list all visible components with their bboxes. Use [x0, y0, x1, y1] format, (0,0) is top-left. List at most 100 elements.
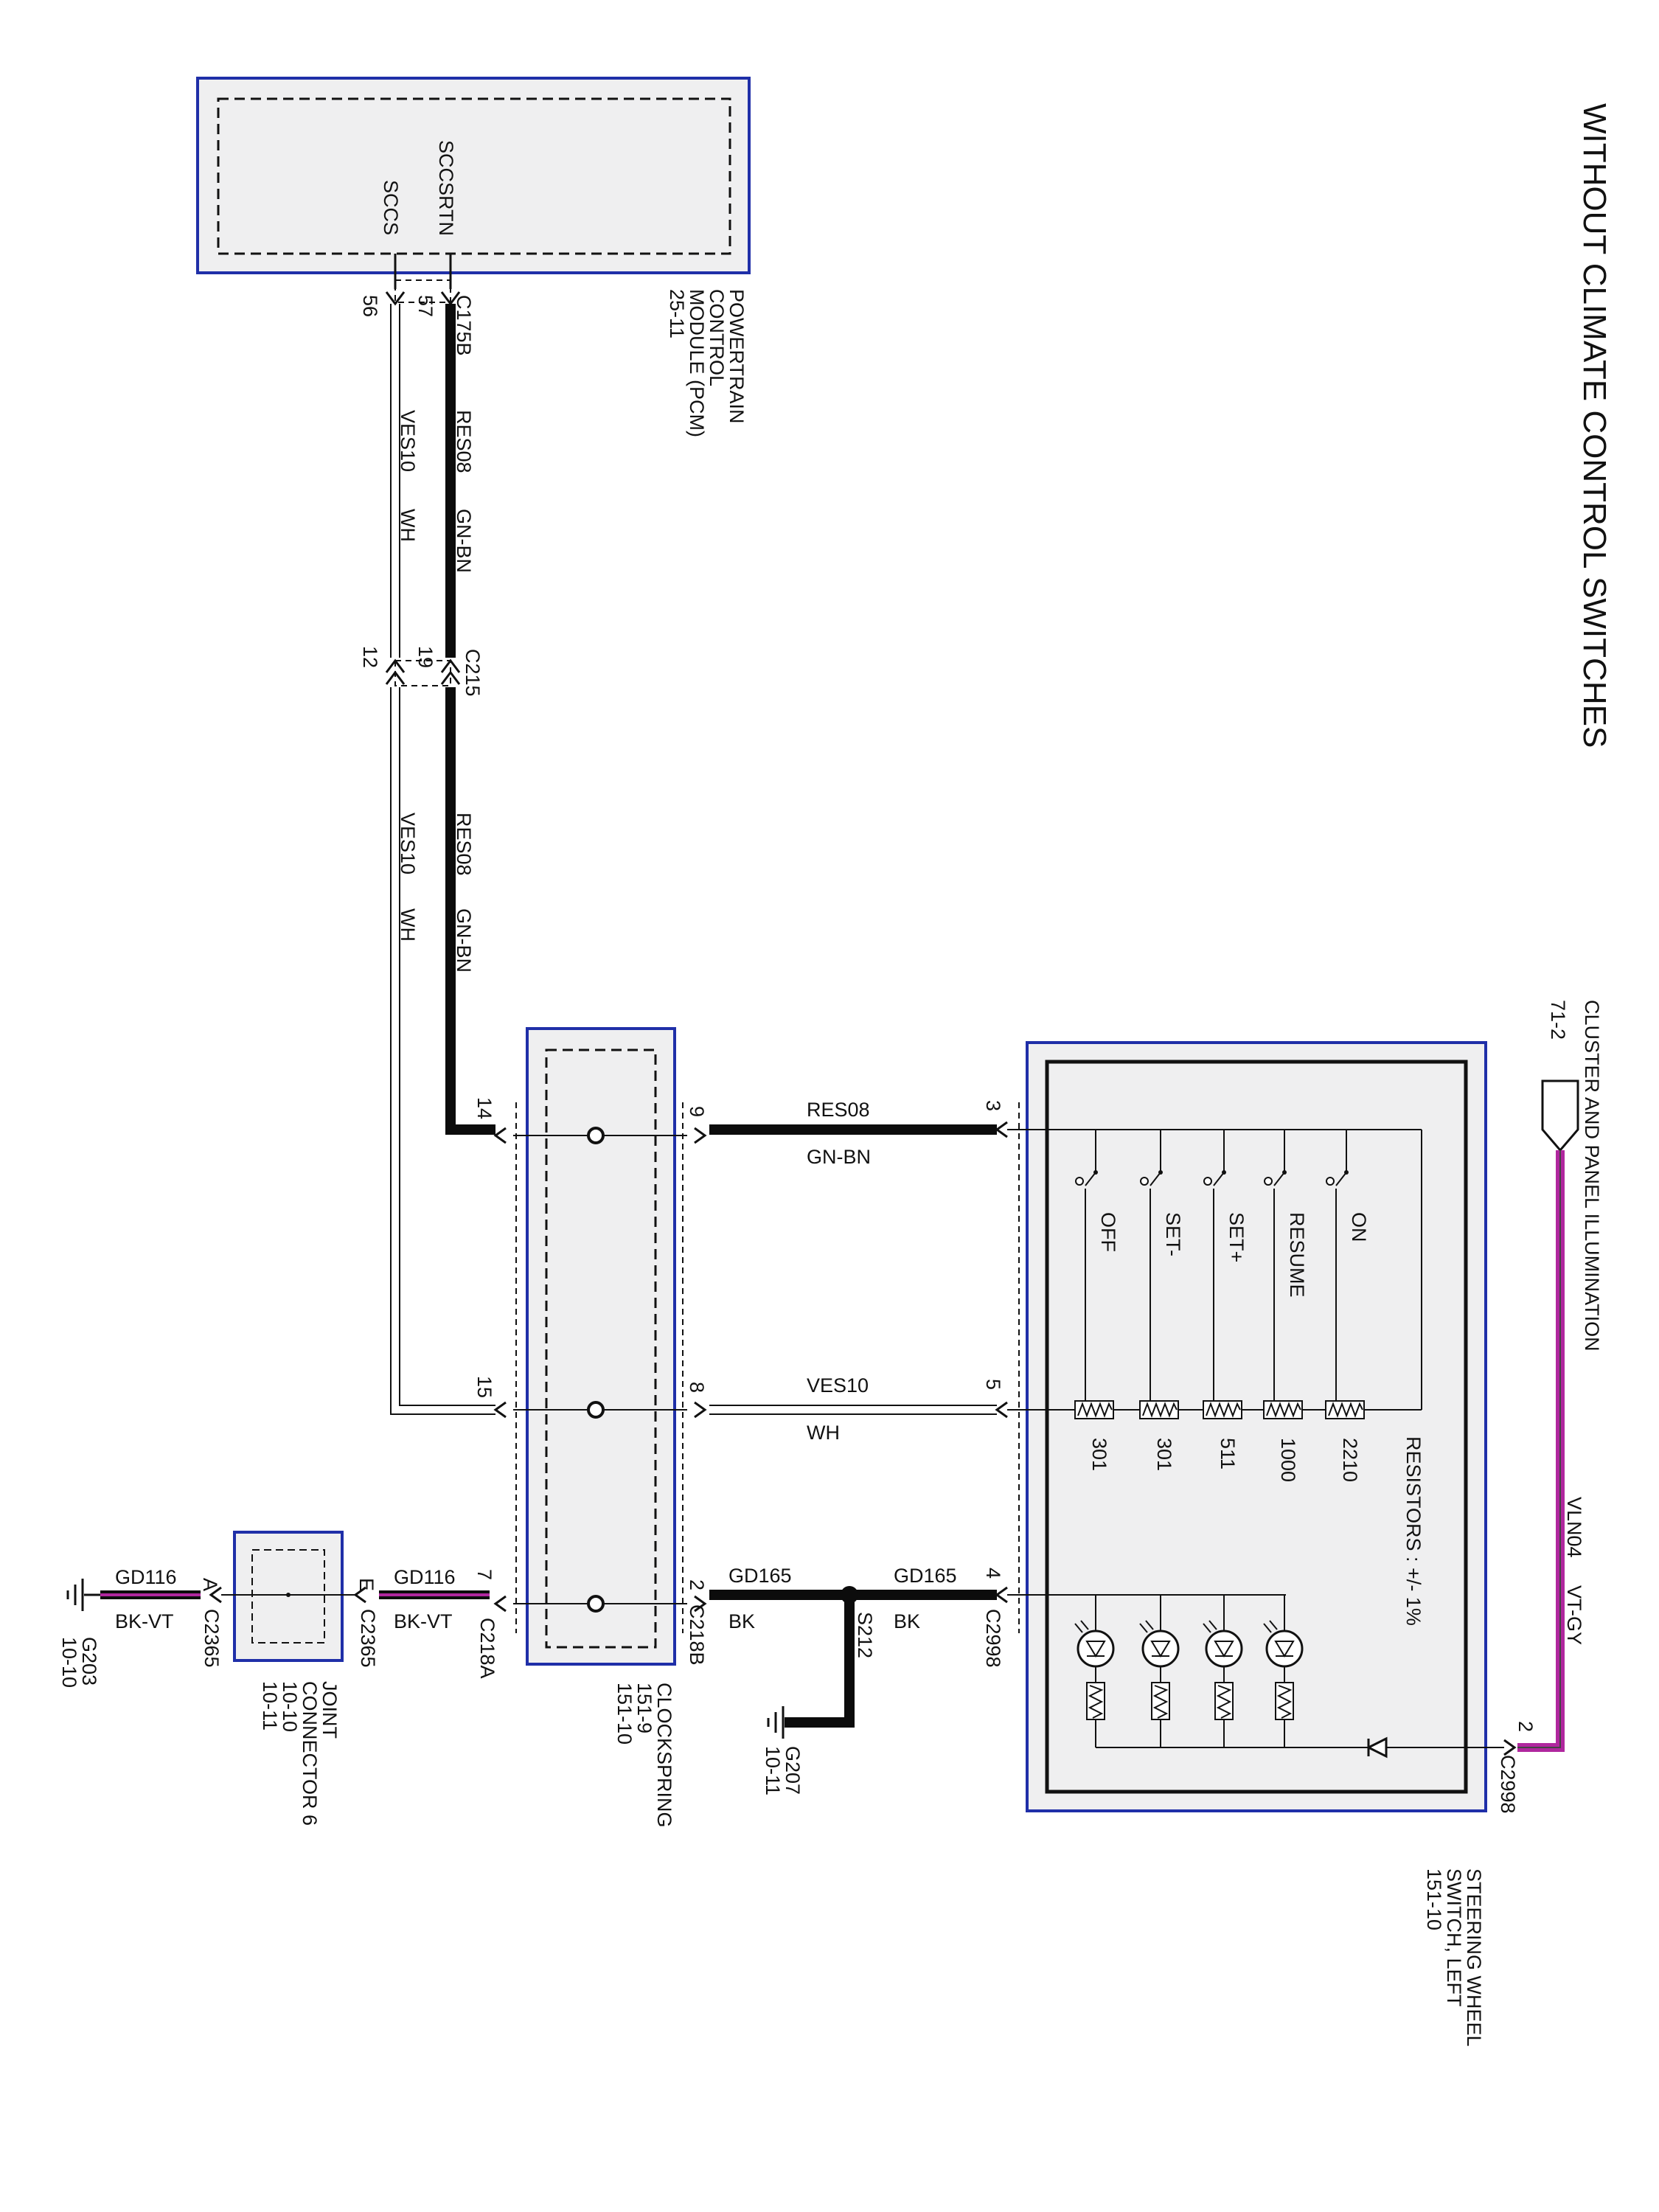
switch-name-3: 151-10: [1423, 1868, 1445, 1930]
clockspring-name-2: 151-9: [633, 1683, 655, 1733]
ground-g203-icon: [66, 1579, 100, 1611]
pcm-name-1: POWERTRAIN: [726, 289, 748, 424]
switch-connector-c2998-gnd: C2998: [982, 1609, 1004, 1668]
resistor-icon: [1263, 1400, 1303, 1419]
clockspring-pin-9: 9: [686, 1106, 708, 1117]
led-array: [1074, 1594, 1304, 1747]
clockspring-name-3: 151-10: [613, 1683, 636, 1745]
joint-pin-e: E: [355, 1578, 378, 1591]
g203-ref: 10-10: [58, 1637, 80, 1688]
pcm-module: SCCSRTN SCCS POWERTRAIN CONTROL MODULE (…: [196, 77, 751, 437]
gd165-circuit-2: GD165: [894, 1565, 957, 1587]
resistor-value: 2210: [1339, 1438, 1361, 1482]
led-icon: [1074, 1595, 1115, 1747]
c215-label: C215: [462, 649, 484, 697]
switch-label: SET-: [1162, 1212, 1184, 1256]
resistor-icon: [1325, 1400, 1365, 1419]
clockspring-module: 14 15 7 9 8 2 C218A C218B CLOCKSPRING 15…: [473, 1027, 708, 1828]
switch-label: ON: [1348, 1212, 1370, 1242]
joint-name-2: CONNECTOR 6: [299, 1681, 321, 1826]
switch-label: OFF: [1097, 1212, 1119, 1252]
illum-pin-2: 2: [1514, 1721, 1537, 1732]
switch-set-: SET- 301: [1139, 1130, 1184, 1471]
diagram-title: WITHOUT CLIMATE CONTROL SWITCHES: [1576, 103, 1613, 748]
joint-name-4: 10-11: [259, 1681, 281, 1731]
pcm-name-4: 25-11: [666, 289, 688, 338]
led-icon: [1139, 1595, 1180, 1747]
vln04-circuit: VLN04: [1563, 1497, 1585, 1558]
res08-color-upper: GN-BN: [453, 509, 475, 573]
pcm-name-3: MODULE (PCM): [686, 289, 708, 437]
connector-c215: C215 19 12: [359, 646, 484, 697]
switch-name-1: STEERING WHEEL: [1463, 1868, 1485, 2047]
wire-vln04-stripe: [1517, 1150, 1561, 1748]
res08-color-switch: GN-BN: [807, 1146, 871, 1168]
joint-connector-c2365-out: C2365: [201, 1609, 223, 1668]
vln04-color: VT-GY: [1563, 1585, 1585, 1645]
connector-c175b: C175B 57 56: [359, 254, 475, 356]
gd116-color-2: BK-VT: [115, 1610, 174, 1632]
connector-c218a: C218A: [476, 1618, 498, 1679]
g207-ref: 10-11: [762, 1746, 784, 1795]
g203-label: G203: [78, 1637, 100, 1686]
switch-label: RESUME: [1286, 1212, 1308, 1298]
led-icon: [1203, 1595, 1243, 1747]
clockspring-pin-2: 2: [686, 1579, 708, 1590]
g207-label: G207: [782, 1746, 804, 1795]
illum-connector-c2998: C2998: [1497, 1755, 1519, 1814]
clockspring-pin-14: 14: [473, 1097, 495, 1119]
gd165-color-2: BK: [894, 1610, 920, 1632]
connector-c218b: C218B: [686, 1604, 708, 1666]
ves10-circuit-lower: VES10: [397, 813, 419, 874]
joint-connector-6: E A C2365 C2365 JOINT CONNECTOR 6 10-10 …: [199, 1531, 379, 1826]
wire-ves10-lower: [390, 687, 495, 1415]
joint-name-1: JOINT: [319, 1681, 341, 1739]
c215-pin-12: 12: [359, 646, 381, 668]
c175b-label: C175B: [453, 295, 475, 356]
illumination-ref: 71-2: [1547, 1000, 1569, 1040]
resistor-icon: [1139, 1400, 1179, 1419]
resistor-icon: [1203, 1400, 1242, 1419]
splice-s212-label: S212: [854, 1612, 876, 1658]
switch-pin-5: 5: [982, 1379, 1004, 1390]
resistor-icon: [1074, 1400, 1114, 1419]
clockspring-pin-15: 15: [473, 1376, 495, 1398]
res08-circuit-lower: RES08: [453, 813, 475, 876]
switch-pin-3: 3: [982, 1100, 1004, 1111]
c175b-pin-56: 56: [359, 295, 381, 317]
switch-name-2: SWITCH, LEFT: [1443, 1868, 1465, 2007]
joint-pin-a: A: [199, 1578, 221, 1591]
pcm-pin-sccsrtn: SCCSRTN: [435, 140, 457, 236]
joint-connector-c2365-in: C2365: [357, 1609, 379, 1668]
ves10-circuit-switch: VES10: [807, 1374, 869, 1397]
wire-res08-lower: [445, 687, 495, 1135]
illumination-circuit: 2 C2998 VLN04 VT-GY CLUSTER AND PANEL IL…: [1096, 1000, 1603, 1814]
steering-wheel-switch-module: 3 5 4 C2998 STEERING WHEEL SWITCH, LEFT …: [982, 1041, 1487, 2047]
clockspring-name-1: CLOCKSPRING: [653, 1683, 675, 1828]
led-icon: [1263, 1595, 1304, 1747]
gd116-circuit-1: GD116: [394, 1566, 456, 1588]
gd165-color-1: BK: [728, 1610, 755, 1632]
switch-set-: SET+511: [1203, 1130, 1248, 1470]
wire-gd165-to-g207: [785, 1595, 855, 1728]
c215-pin-19: 19: [414, 646, 437, 668]
gd116-color-1: BK-VT: [394, 1610, 453, 1632]
gd165-circuit-1: GD165: [728, 1565, 792, 1587]
ves10-color-upper: WH: [397, 509, 419, 542]
illumination-name: CLUSTER AND PANEL ILLUMINATION: [1581, 1000, 1603, 1352]
res08-circuit-upper: RES08: [453, 410, 475, 473]
clockspring-pin-7: 7: [473, 1569, 495, 1580]
wire-ves10-switch: [709, 1405, 997, 1415]
pcm-pin-sccs: SCCS: [380, 180, 402, 235]
clockspring-pin-8: 8: [686, 1382, 708, 1393]
resistor-value: 1000: [1277, 1438, 1299, 1482]
resistor-value: 511: [1217, 1438, 1239, 1470]
c175b-pin-57: 57: [414, 295, 437, 317]
switch-resume: RESUME 1000: [1263, 1130, 1308, 1482]
switch-pin-4: 4: [982, 1568, 1004, 1579]
resistor-value: 301: [1153, 1438, 1175, 1471]
res08-circuit-switch: RES08: [807, 1099, 870, 1121]
